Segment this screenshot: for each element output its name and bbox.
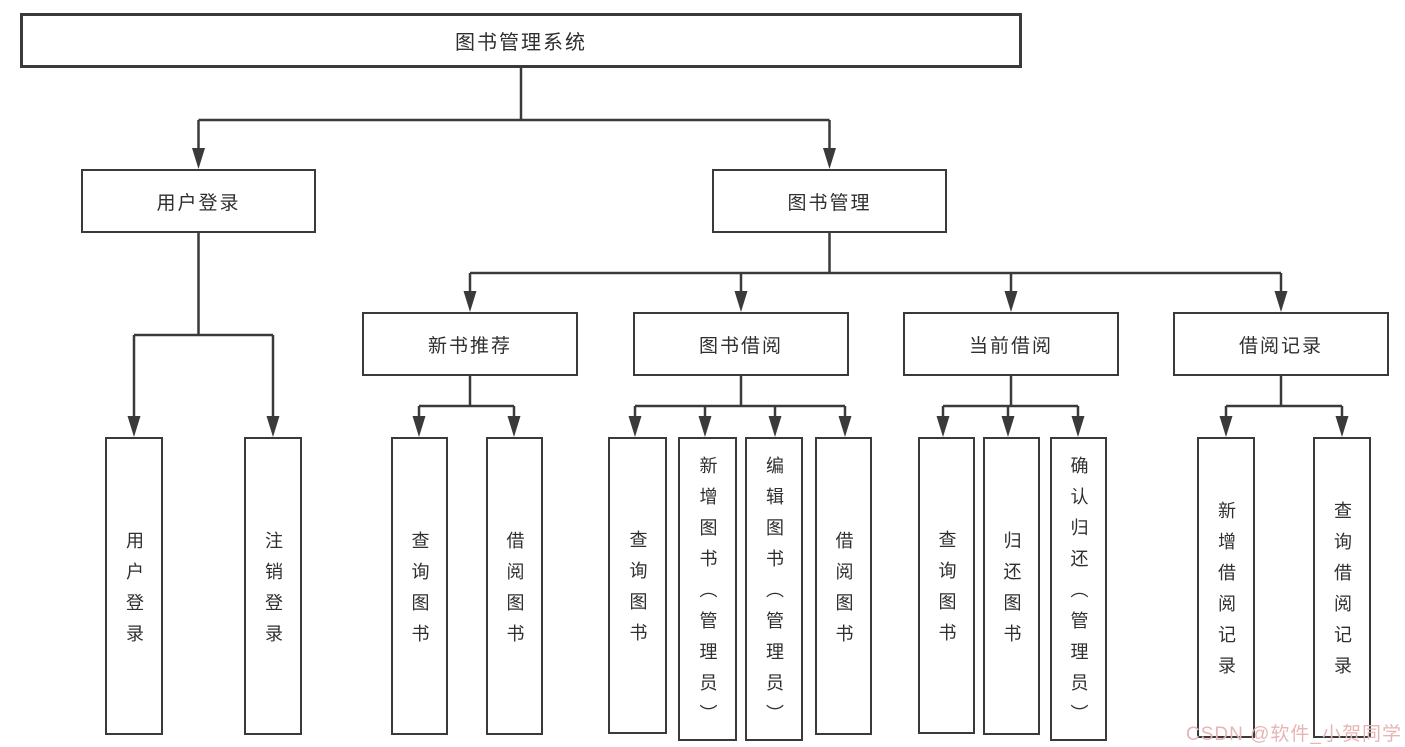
arrowheads <box>127 148 1349 437</box>
node-book-management: 图书管理 <box>712 169 947 233</box>
node-label: 归还图书 <box>1001 530 1022 655</box>
leaf-confirm-return-admin: 确认归还（管理员） <box>1050 437 1107 741</box>
leaf-edit-books-admin: 编辑图书（管理员） <box>745 437 803 741</box>
leaf-query-borrow-record: 查询借阅记录 <box>1313 437 1371 738</box>
node-root-library-system: 图书管理系统 <box>20 13 1022 68</box>
node-label: 新书推荐 <box>427 335 512 357</box>
leaf-borrow-books: 借阅图书 <box>486 437 543 735</box>
node-label: 新增借阅记录 <box>1216 501 1236 687</box>
node-label: 当前借阅 <box>968 335 1053 357</box>
leaf-borrow-books: 借阅图书 <box>815 437 872 735</box>
node-label: 新增图书（管理员） <box>697 456 718 735</box>
node-label: 查询借阅记录 <box>1332 501 1352 687</box>
leaf-add-borrow-record: 新增借阅记录 <box>1197 437 1255 738</box>
node-borrow-record: 借阅记录 <box>1173 312 1389 376</box>
node-user-login: 用户登录 <box>81 169 316 233</box>
node-label: 查询图书 <box>627 530 648 654</box>
node-label: 注销登录 <box>263 530 283 655</box>
leaf-logout: 注销登录 <box>244 437 302 735</box>
node-label: 用户登录 <box>124 530 144 655</box>
node-label: 借阅图书 <box>833 530 854 655</box>
node-label: 用户登录 <box>156 192 241 214</box>
csdn-watermark: CSDN @软件_小贺同学 <box>1186 724 1402 745</box>
node-label: 图书管理系统 <box>455 32 587 54</box>
node-label: 查询图书 <box>936 530 957 654</box>
node-current-borrow: 当前借阅 <box>903 312 1119 376</box>
node-label: 编辑图书（管理员） <box>764 456 784 735</box>
node-new-book-recommend: 新书推荐 <box>362 312 578 376</box>
node-label: 图书借阅 <box>698 335 783 357</box>
node-book-borrow: 图书借阅 <box>633 312 849 376</box>
leaf-query-books: 查询图书 <box>391 437 448 735</box>
leaf-return-books: 归还图书 <box>983 437 1040 735</box>
node-label: 确认归还（管理员） <box>1068 456 1089 735</box>
node-label: 借阅图书 <box>504 530 525 655</box>
leaf-query-books: 查询图书 <box>918 437 975 734</box>
leaf-add-books-admin: 新增图书（管理员） <box>678 437 737 741</box>
leaf-user-login: 用户登录 <box>105 437 163 735</box>
leaf-query-books: 查询图书 <box>608 437 667 734</box>
node-label: 查询图书 <box>409 530 430 655</box>
node-label: 借阅记录 <box>1238 335 1323 357</box>
node-label: 图书管理 <box>787 192 872 214</box>
